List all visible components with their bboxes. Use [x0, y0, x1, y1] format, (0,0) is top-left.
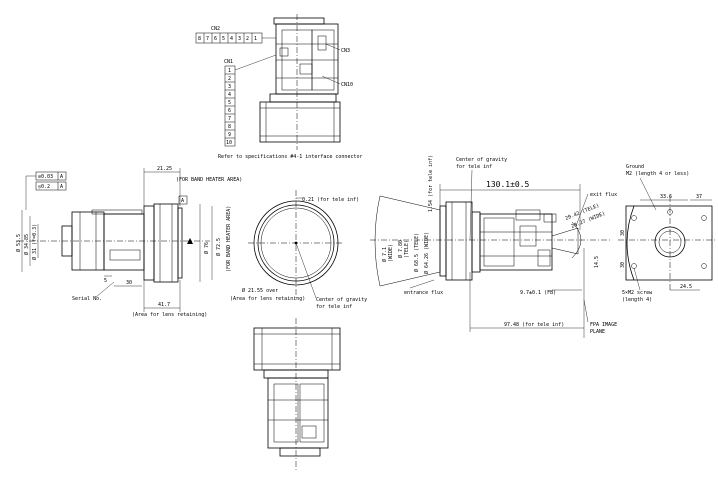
band-heater-note: (FOR BAND HEATER AREA): [176, 177, 242, 183]
back-view: Ground M2 (length 4 or less) 33.6 37 30 …: [618, 164, 716, 303]
cn2-pin: 6: [214, 36, 217, 42]
datum-label: A: [181, 198, 184, 204]
cn2-pin: 8: [198, 36, 201, 42]
cn2-pin: 7: [206, 36, 209, 42]
dimension-label: Ø 53.5: [15, 234, 22, 252]
cn1-pin: 5: [228, 100, 231, 106]
screw-label: (length 4): [622, 297, 652, 303]
cn1-pin: 8: [228, 124, 231, 130]
tolerance-value: ⊘0.03: [38, 174, 53, 180]
fpa-label: PLANE: [590, 329, 605, 335]
dimension-label: 30: [126, 280, 132, 286]
tolerance-datum: A: [60, 184, 63, 190]
cn1-pin: 9: [228, 132, 231, 138]
front-view: 0.21 (for tele inf) Ø 21.55 over (Area f…: [230, 190, 367, 310]
dimension-label: 97.48 (for tele inf): [504, 322, 564, 328]
left-side-view: ⊘0.03 A ◎0.2 A 21.25 (FOR BAND HEATER AR…: [15, 166, 242, 318]
dimension-label: 5: [104, 278, 107, 284]
dimension-label: (TELE): [404, 240, 410, 258]
cn2-pin: 2: [246, 36, 249, 42]
length-dimension: 130.1±0.5: [486, 180, 530, 189]
cn2-pin: 3: [238, 36, 241, 42]
cog-label: for tele inf: [316, 304, 352, 310]
ground-label: Ground: [626, 164, 644, 170]
cn1-label: CN1: [224, 59, 233, 65]
dimension-label: (WIDE): [388, 244, 394, 262]
dimension-label: 9.7±0.1 (FB): [520, 290, 556, 296]
dimension-label: 1.54 (for tele inf): [428, 155, 434, 212]
cn1-pin: 6: [228, 108, 231, 114]
top-view-body: CN3 CN10: [259, 14, 353, 150]
cn2-connector-table: 8 7 6 5 4 3 2 1 CN2: [195, 26, 276, 44]
dimension-label: Ø 68.5 (TELE): [413, 233, 420, 272]
cn10-label: CN10: [341, 82, 353, 88]
cn3-label: CN3: [341, 48, 350, 54]
screw-label: 5×M2 screw: [622, 290, 653, 296]
dimension-label: Ø 21.55 over: [242, 287, 278, 294]
cog-label: for tele inf: [456, 164, 492, 170]
cn2-label: CN2: [211, 26, 220, 32]
cog-label: Center of gravity: [456, 157, 507, 163]
cn1-pin: 3: [228, 84, 231, 90]
dimension-label: Ø 76: [203, 242, 210, 254]
cn1-pin: 10: [226, 140, 232, 146]
tolerance-frame: ⊘0.03 A ◎0.2 A: [25, 171, 67, 210]
dimension-label: Ø 7.1: [381, 247, 388, 262]
dimension-label: 24.5: [680, 284, 692, 290]
dimension-label: Ø 7.80: [397, 240, 404, 258]
dimension-label: Ø 72.5: [215, 238, 222, 256]
dimension-label: 21.25: [157, 166, 172, 172]
lens-area-note: (Area for lens retaining): [132, 312, 207, 318]
cn1-pin: 2: [228, 76, 231, 82]
dimension-label: Ø 34.85: [23, 234, 30, 255]
tolerance-datum: A: [60, 174, 63, 180]
cn2-pin: 5: [222, 36, 225, 42]
cn2-pin: 4: [230, 36, 233, 42]
bottom-view: [253, 318, 341, 470]
dimension-label: 41.7: [158, 302, 170, 308]
serial-number-label: Serial No.: [72, 296, 102, 302]
cn1-pin: 1: [228, 68, 231, 74]
fpa-label: FPA IMAGE: [590, 322, 617, 328]
cog-label: Center of gravity: [316, 297, 367, 303]
lens-area-note: (Area for lens retaining): [230, 296, 305, 302]
cn2-pin: 1: [254, 36, 257, 42]
dimension-label: 14.5: [594, 256, 600, 268]
dimension-label: 37: [696, 194, 702, 200]
cn1-connector-table: 1 2 3 4 5 6 7 8 9 10 CN1: [224, 54, 277, 147]
right-side-view: Center of gravity for tele inf 130.1±0.5…: [370, 155, 617, 338]
exit-flux-label: exit flux: [590, 192, 617, 198]
dimension-label: Ø 64.26 (WIDE): [423, 232, 430, 274]
tolerance-value: ◎0.2: [38, 184, 50, 190]
entrance-flux-label: entrance flux: [404, 290, 443, 296]
dimension-label: 33.6: [660, 194, 672, 200]
interface-note: Refer to specifications #4-1 interface c…: [218, 154, 363, 160]
dimension-label: 0.21 (for tele inf): [302, 197, 359, 203]
dimension-label: 30: [620, 262, 626, 268]
ground-label: M2 (length 4 or less): [626, 171, 689, 177]
dimension-label: 30: [620, 230, 626, 236]
band-heater-note: (FOR BAND HEATER AREA): [226, 206, 232, 272]
cn1-pin: 4: [228, 92, 231, 98]
cn1-pin: 7: [228, 116, 231, 122]
top-view: 8 7 6 5 4 3 2 1 CN2 1 2 3 4 5: [195, 14, 363, 160]
dimension-label: Ø 31 (f=0.3): [31, 224, 38, 260]
